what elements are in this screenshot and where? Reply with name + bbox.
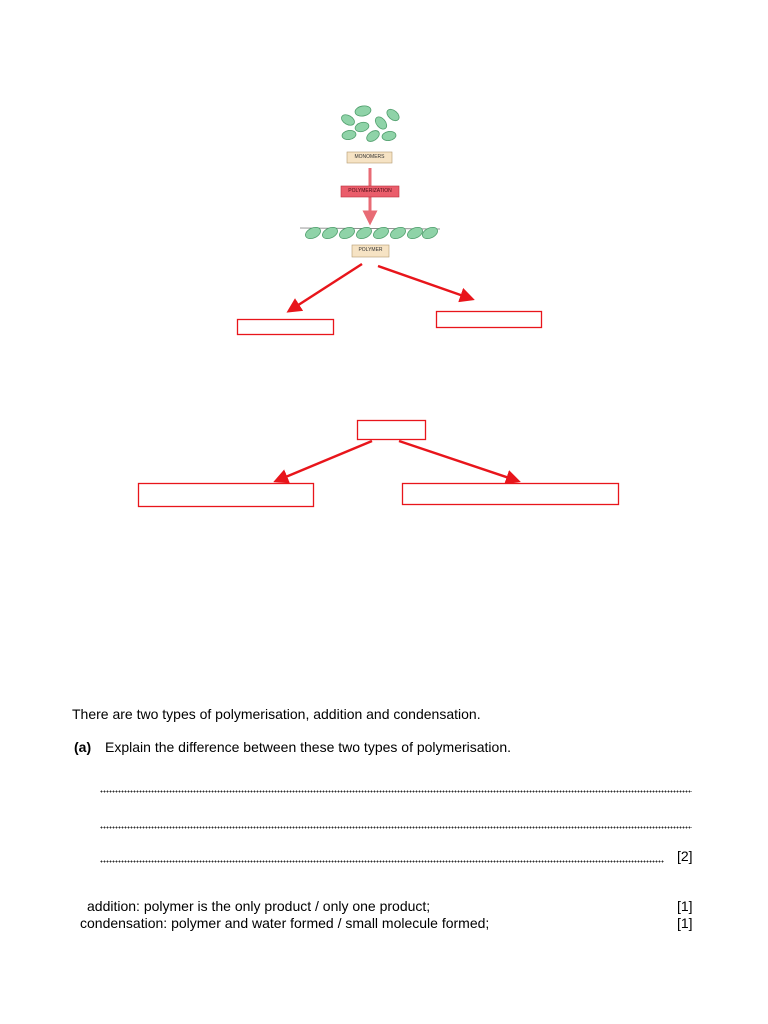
polymerization-label: POLYMERIZATION bbox=[348, 188, 392, 194]
arrow-upper-left bbox=[286, 262, 363, 313]
monomers-box bbox=[346, 151, 393, 164]
arrow-upper-right bbox=[377, 264, 475, 303]
arrow-lower-left bbox=[273, 439, 373, 484]
answer-addition: addition: polymer is the only product / … bbox=[87, 898, 431, 914]
answer-line-3[interactable] bbox=[100, 860, 664, 863]
question-intro: There are two types of polymerisation, a… bbox=[72, 706, 481, 722]
answer-condensation-mark: [1] bbox=[677, 915, 693, 931]
polymerization-box bbox=[340, 185, 400, 198]
monomers-label: MONOMERS bbox=[354, 154, 385, 160]
question-part-a: (a) Explain the difference between these… bbox=[74, 739, 511, 755]
arrow-lower-right bbox=[398, 439, 521, 485]
polymer-label: POLYMER bbox=[358, 247, 383, 253]
polymerisation-diagram bbox=[137, 105, 620, 508]
part-a-letter: (a) bbox=[74, 739, 92, 755]
answer-line-2[interactable] bbox=[100, 826, 692, 829]
answer-condensation: condensation: polymer and water formed /… bbox=[80, 915, 490, 931]
blank-box-lower-right[interactable] bbox=[401, 482, 620, 506]
answer-addition-mark: [1] bbox=[677, 898, 693, 914]
polymer-beads bbox=[305, 226, 438, 240]
blank-box-lower-left[interactable] bbox=[137, 482, 315, 508]
part-a-text: Explain the difference between these two… bbox=[105, 739, 511, 755]
answer-line-1[interactable] bbox=[100, 790, 692, 793]
polymer-box bbox=[351, 244, 390, 258]
blank-box-lower-top[interactable] bbox=[356, 419, 427, 441]
mark-total: [2] bbox=[677, 848, 693, 864]
blank-box-upper-left[interactable] bbox=[236, 318, 335, 336]
blank-box-upper-right[interactable] bbox=[435, 310, 543, 329]
monomer-beads bbox=[341, 105, 400, 142]
